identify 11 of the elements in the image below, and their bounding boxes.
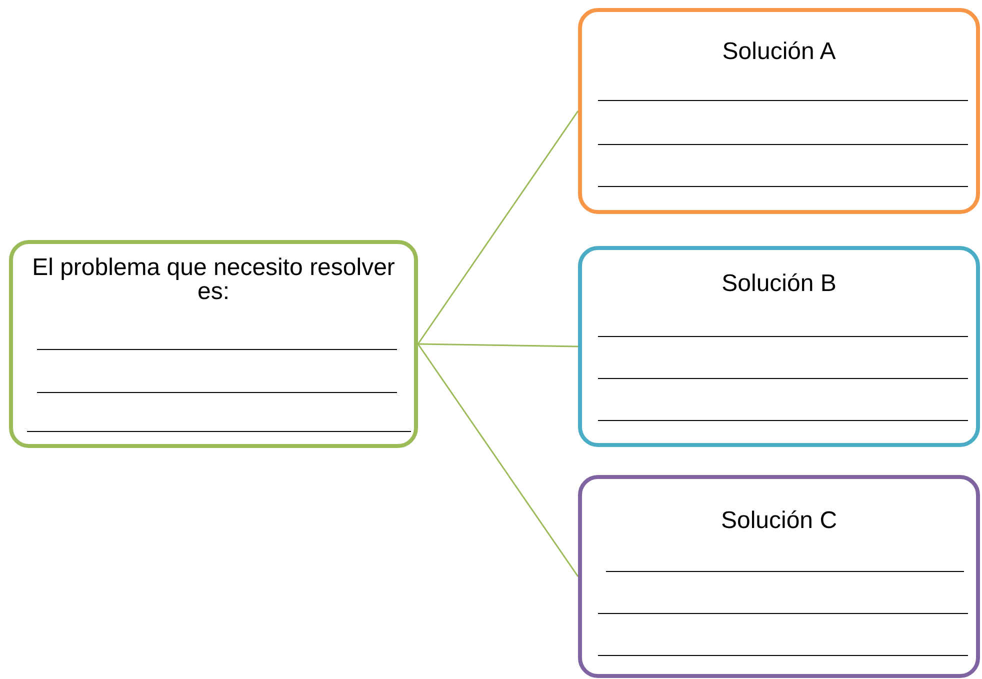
problem-box bbox=[9, 240, 418, 448]
connector-line bbox=[417, 110, 579, 344]
box-heading: Solución B bbox=[720, 272, 838, 296]
connector-line bbox=[417, 344, 579, 577]
connector-line bbox=[418, 343, 578, 348]
solution-box bbox=[578, 475, 980, 678]
solution-box bbox=[578, 8, 980, 214]
box-heading: Solución A bbox=[721, 40, 837, 64]
box-heading: El problema que necesito resolver es: bbox=[31, 256, 396, 304]
box-heading: Solución C bbox=[720, 509, 838, 533]
solution-box bbox=[578, 246, 980, 447]
